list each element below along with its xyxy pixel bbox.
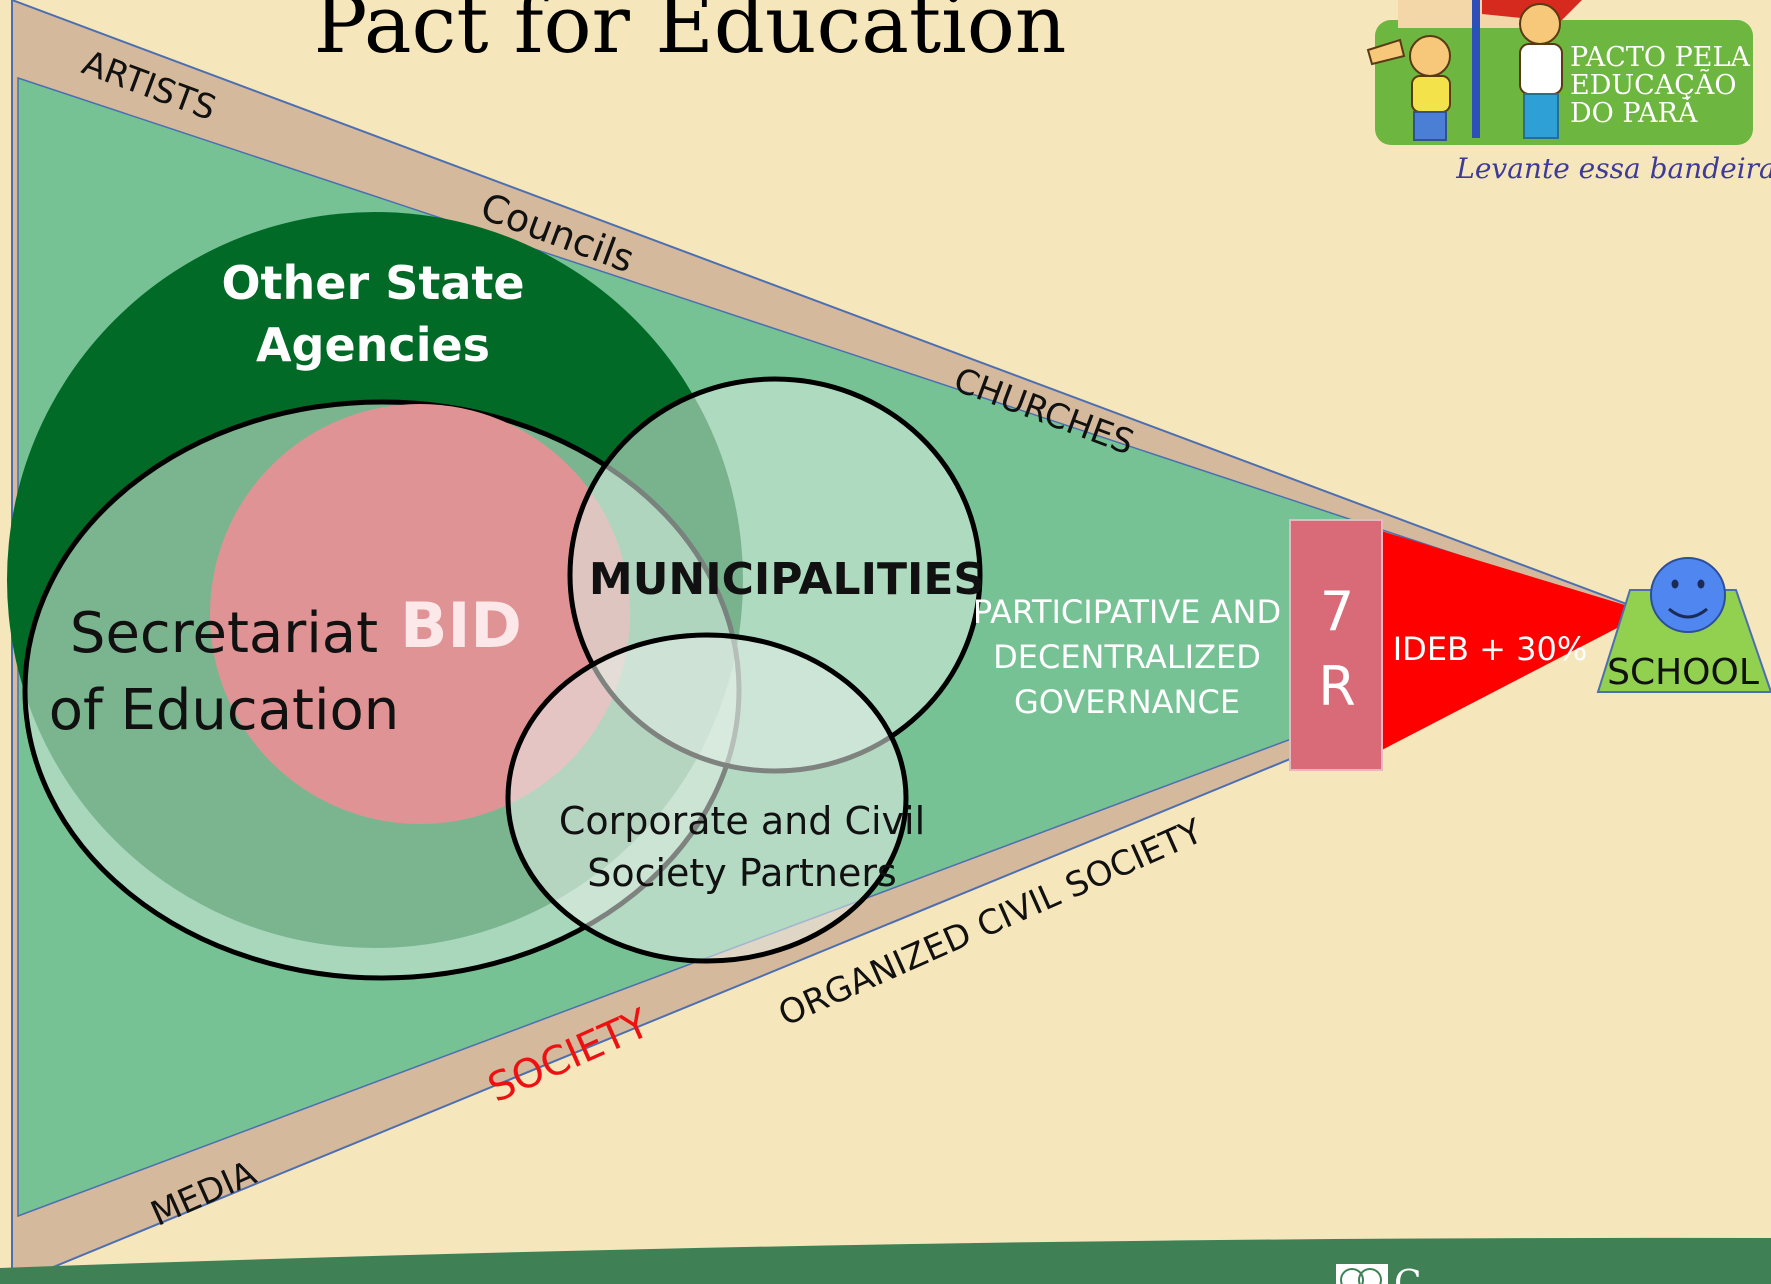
footer-band — [0, 1237, 1771, 1284]
school-label: SCHOOL — [1607, 652, 1759, 693]
footer-brand-icon — [1336, 1264, 1388, 1284]
pacto-logo: PACTO PELA EDUCAÇÃO DO PARÁ Levante essa… — [1366, 0, 1771, 185]
other-state-label-line1: Other State — [221, 256, 524, 310]
logo-name-line1: PACTO PELA — [1570, 42, 1750, 73]
governance-line1: PARTICIPATIVE AND — [973, 593, 1281, 631]
logo-name-line3: DO PARÁ — [1570, 96, 1698, 129]
logo-green-panel — [1375, 20, 1753, 145]
partners-label-line1: Corporate and Civil — [559, 799, 925, 843]
children-mascot-icon — [1366, 0, 1582, 141]
smiley-icon — [1650, 557, 1726, 633]
footer-brand-text: C — [1394, 1264, 1422, 1284]
other-state-label-line2: Agencies — [256, 318, 490, 372]
seven-r-line1: 7 — [1320, 580, 1354, 643]
ideb-label: IDEB + 30% — [1393, 630, 1588, 668]
governance-line3: GOVERNANCE — [1014, 683, 1240, 721]
seven-r-box — [1289, 519, 1383, 771]
page-title: Pact for Education — [314, 0, 1067, 71]
secretariat-label-line1: Secretariat — [70, 601, 378, 666]
logo-tagline: Levante essa bandeira — [1455, 152, 1771, 185]
logo-name-line2: EDUCAÇÃO — [1570, 68, 1737, 101]
bid-label: BID — [400, 589, 522, 662]
municipalities-label: MUNICIPALITIES — [589, 554, 985, 605]
secretariat-label-line2: of Education — [49, 678, 400, 743]
partners-ellipse — [505, 632, 909, 964]
ideb-trapezoid — [1378, 530, 1648, 752]
bid-circle — [210, 404, 630, 824]
seven-r-line2: R — [1318, 655, 1356, 718]
partners-label-line2: Society Partners — [587, 851, 897, 895]
governance-line2: DECENTRALIZED — [993, 638, 1261, 676]
